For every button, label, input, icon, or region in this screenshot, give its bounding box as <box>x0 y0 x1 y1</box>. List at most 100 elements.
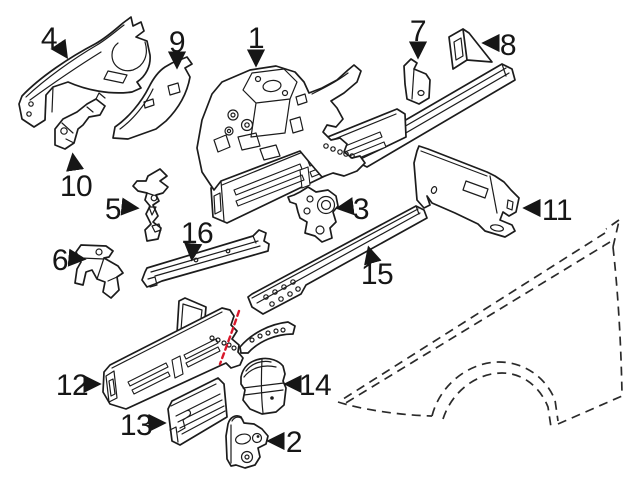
part-15-rocker-rail[interactable] <box>247 205 428 315</box>
part-11-splash-shield-panel[interactable] <box>413 145 520 238</box>
part13-detail <box>169 383 226 443</box>
callout-9[interactable]: 9 <box>167 26 187 70</box>
part-13-reinforcement-block[interactable] <box>167 377 228 446</box>
part4-outline <box>18 16 151 128</box>
callout-10[interactable]: 10 <box>60 152 93 203</box>
callout-7-label[interactable]: 7 <box>410 15 427 48</box>
alignment-red-dashed-line <box>218 309 241 366</box>
part15-holes <box>263 279 301 307</box>
part2-detail <box>230 416 244 464</box>
callout-14-label[interactable]: 14 <box>299 369 332 402</box>
part3-holes <box>303 195 336 235</box>
part14-dot <box>270 396 274 400</box>
callout-14[interactable]: 14 <box>283 369 332 402</box>
part11-flange-slot <box>489 224 505 232</box>
part-1-apron-wheelhouse-assembly[interactable] <box>196 64 407 224</box>
part12-horn-holes <box>249 327 286 343</box>
callout-5-arrow <box>120 197 140 216</box>
callout-13-label[interactable]: 13 <box>120 409 153 442</box>
callout-5-label[interactable]: 5 <box>105 193 122 226</box>
part5-outline <box>132 168 169 242</box>
callout-1-label[interactable]: 1 <box>248 22 265 55</box>
part12-horn <box>239 321 296 354</box>
part8-detail <box>453 37 464 61</box>
callout-1[interactable]: 1 <box>246 22 266 68</box>
part-12-sill-rail[interactable] <box>102 297 296 410</box>
callout-4[interactable]: 4 <box>41 22 69 60</box>
callout-9-label[interactable]: 9 <box>169 26 186 59</box>
callout-6-label[interactable]: 6 <box>52 244 69 277</box>
callout-6[interactable]: 6 <box>52 244 87 277</box>
part12-holes <box>209 335 237 351</box>
part2-outline <box>225 414 269 469</box>
part-10-bracket-arm[interactable] <box>54 92 106 150</box>
callouts: 1 2 3 4 5 6 7 8 <box>41 15 573 459</box>
part6-holes <box>95 248 103 256</box>
callout-16-label[interactable]: 16 <box>181 217 214 250</box>
callout-15[interactable]: 15 <box>361 245 394 291</box>
part1-rail-slots <box>233 131 387 207</box>
part7-detail <box>411 68 415 100</box>
callout-3-label[interactable]: 3 <box>353 193 370 226</box>
callout-3[interactable]: 3 <box>335 193 370 226</box>
part7-outline <box>403 58 431 105</box>
callout-3-arrow <box>335 197 355 216</box>
part14-outline <box>240 357 287 415</box>
callout-15-label[interactable]: 15 <box>361 258 394 291</box>
callout-5[interactable]: 5 <box>105 193 140 226</box>
callout-13[interactable]: 13 <box>120 409 167 442</box>
callout-11[interactable]: 11 <box>522 194 573 227</box>
part11-hole-small <box>430 186 438 194</box>
callout-2[interactable]: 2 <box>266 426 303 459</box>
part1-holes <box>224 75 355 159</box>
part10-detail <box>61 92 106 144</box>
part-14-spacer-block[interactable] <box>240 357 287 415</box>
callout-10-label[interactable]: 10 <box>60 170 93 203</box>
part14-detail <box>242 358 285 414</box>
callout-10-arrow <box>66 152 85 172</box>
part13-outline <box>167 377 228 446</box>
part11-detail <box>420 150 514 214</box>
part-6-bracket[interactable] <box>74 244 124 299</box>
part1-strut-oval <box>262 79 282 93</box>
part8-outline <box>448 28 493 70</box>
part9-detail <box>119 82 181 130</box>
part5-detail <box>146 192 162 233</box>
part-4-fender-apron-panel[interactable] <box>18 16 151 128</box>
part2-oval-hole <box>234 433 252 445</box>
callout-8[interactable]: 8 <box>481 29 517 62</box>
callout-7[interactable]: 7 <box>408 15 428 60</box>
callout-6-arrow <box>67 248 87 267</box>
part3-outline <box>287 186 339 243</box>
part-3-mount-bracket[interactable] <box>287 186 339 243</box>
part12-slots <box>127 338 221 395</box>
callout-8-label[interactable]: 8 <box>500 29 517 62</box>
part12-detail <box>105 311 223 403</box>
part7-hole <box>417 89 425 97</box>
part2-dot <box>256 435 260 438</box>
part-9-apron-extension-panel[interactable] <box>112 56 193 140</box>
callout-4-label[interactable]: 4 <box>41 22 58 55</box>
part-16-cross-rail[interactable] <box>141 229 270 288</box>
part12-outline <box>102 307 244 410</box>
fender-outline-path <box>337 219 623 428</box>
callout-12[interactable]: 12 <box>56 369 102 402</box>
part-8-gusset-bracket[interactable] <box>448 28 493 70</box>
callout-16[interactable]: 16 <box>181 217 214 262</box>
callout-2-label[interactable]: 2 <box>286 426 303 459</box>
part4-detail <box>25 24 147 121</box>
part15-outline <box>247 205 428 315</box>
callout-16-arrow <box>184 242 203 262</box>
fender-dashed-outline <box>337 219 623 428</box>
part-7-bracket[interactable] <box>403 58 431 105</box>
part4-holes <box>26 101 34 117</box>
part1-strut-tower <box>213 68 349 161</box>
part-2-support-bracket[interactable] <box>225 414 269 469</box>
callout-11-label[interactable]: 11 <box>542 194 573 227</box>
part2-holes <box>240 432 263 464</box>
part16-outline <box>141 229 270 288</box>
part-5-bracket[interactable] <box>132 168 169 242</box>
callout-12-label[interactable]: 12 <box>56 369 89 402</box>
part10-holes <box>60 127 68 135</box>
